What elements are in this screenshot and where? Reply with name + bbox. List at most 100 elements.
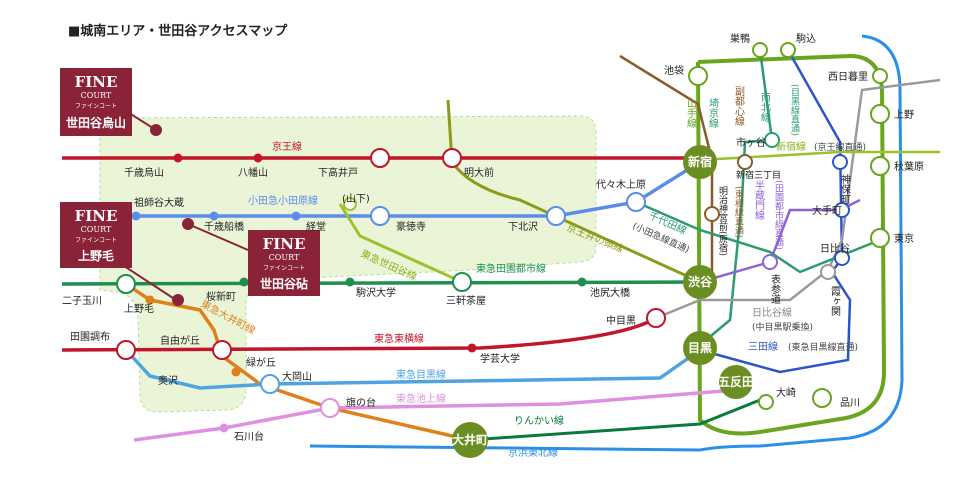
logo-fine-text: FINE (263, 235, 306, 253)
setagaya-line (338, 203, 463, 284)
label-ueno: 上野 (894, 109, 914, 121)
property-marker-karasuyama (150, 124, 162, 136)
station-yoyogi-uehara (626, 192, 646, 212)
property-marker-kinuta (182, 218, 194, 230)
station-hibiya (834, 250, 850, 266)
logo-kana-text: ファインコート (263, 265, 305, 272)
station-denenchofu (116, 340, 136, 360)
station-dot-ikejiri (577, 277, 587, 287)
station-nishinippori (872, 68, 888, 84)
station-ichigaya (764, 132, 780, 148)
label-komagome: 駒込 (796, 33, 816, 45)
station-jiyugaoka (212, 340, 232, 360)
station-dot-komazawa (345, 277, 355, 287)
line-label-ikegami: 東急池上線 (396, 392, 446, 405)
station-shimotakaido (370, 148, 390, 168)
station-dot-midorigaoka (231, 367, 241, 377)
logo-name-text: 上野毛 (78, 248, 114, 263)
label-komazawa: 駒沢大学 (356, 286, 396, 299)
hub-label-meguro: 目黒 (688, 341, 712, 355)
label-jiyugaoka: 自由が丘 (160, 334, 200, 347)
setagaya-area (99, 115, 597, 413)
page-title: ■城南エリア・世田谷アクセスマップ (68, 24, 288, 39)
label-otemachi: 大手町 (812, 204, 842, 217)
label-yoyogi-uehara: 代々木上原 (596, 179, 646, 191)
label-shimotakaido: 下高井戸 (318, 166, 358, 179)
label-nishinippori: 西日暮里 (828, 70, 868, 83)
station-komagome (780, 42, 796, 58)
label-hachimanyama: 八幡山 (238, 166, 268, 179)
station-yamashita (343, 197, 357, 211)
logo-court-text: COURT (81, 91, 112, 100)
denen-line (61, 280, 701, 286)
line-label-keio: 京王線 (272, 140, 302, 153)
nanboku-line (699, 49, 774, 346)
label-omotesando: 表参道 (769, 273, 781, 304)
line-label-toyoko: 東急東横線 (374, 332, 424, 345)
station-dot-kaminoge (145, 295, 155, 305)
station-shinagawa (812, 388, 832, 408)
label-futako-tamagawa: 二子玉川 (62, 295, 102, 307)
logo-fine-text: FINE (75, 207, 118, 225)
label-meidaimae: 明大前 (464, 166, 494, 179)
station-jimbocho (832, 154, 848, 170)
hub-label-gotanda: 五反田 (718, 374, 754, 389)
logo-fine-text: FINE (75, 73, 118, 91)
label-ishikawadai: 石川台 (234, 430, 264, 443)
label-akihabara: 秋葉原 (894, 160, 924, 173)
hub-shibuya (683, 265, 717, 299)
logo-kinuta[interactable]: FINE COURT ファインコート 世田谷砧 (248, 230, 320, 296)
line-label-hibiya: 日比谷線 (752, 306, 792, 319)
hub-meguro (683, 331, 717, 365)
station-shinjuku-sanchome (737, 154, 753, 170)
station-akihabara (870, 156, 890, 176)
label-jimbocho: 神保町 (839, 173, 851, 204)
line-label-nanboku: 南北線 (759, 91, 771, 122)
label-chitose-karasuyama: 千歳烏山 (124, 166, 164, 179)
label-ichigaya: 市ヶ谷 (736, 136, 766, 149)
station-otemachi (834, 202, 850, 218)
line-label-fukutoshin: 副都心線 (733, 86, 745, 126)
logo-kana-text: ファインコート (75, 237, 117, 244)
station-shimokitazawa (546, 206, 566, 226)
meguro-line (124, 348, 702, 390)
station-ookayama (260, 374, 280, 394)
line-label-fukutoshin-note: (東横線直通) (733, 186, 744, 238)
label-kasumigaseki: 霞ヶ関 (829, 286, 841, 317)
hub-shinjuku (683, 145, 717, 179)
station-meidaimae (442, 148, 462, 168)
hub-ooimachi (452, 422, 488, 458)
logo-karasuyama[interactable]: FINE COURT ファインコート 世田谷烏山 (60, 68, 132, 136)
label-tokyo: 東京 (894, 232, 914, 245)
line-label-odakyu: 小田急小田原線 (248, 194, 318, 207)
logo-kaminoge[interactable]: FINE COURT ファインコート 上野毛 (60, 202, 132, 268)
label-meiji-jingumae: 明治神宮前(原宿) (717, 186, 728, 256)
station-osaki (758, 394, 774, 410)
station-dot-sakura-shinmachi (239, 277, 249, 287)
shinjuku-line (699, 150, 940, 162)
logo-kana-text: ファインコート (75, 103, 117, 110)
keihin-line (309, 34, 904, 452)
line-label-mita: 三田線 (748, 340, 778, 353)
hub-label-shinjuku: 新宿 (688, 154, 712, 169)
property-marker-kaminoge (172, 294, 184, 306)
line-label-yamanote: 山手線 (685, 98, 697, 128)
label-ookayama: 大岡山 (282, 370, 312, 383)
label-ikejiri: 池尻大橋 (590, 286, 630, 299)
label-okusawa: 奥沢 (158, 374, 178, 387)
hub-label-shibuya: 渋谷 (688, 274, 713, 289)
station-dot-gakugei (467, 343, 477, 353)
line-label-denen: 東急田園都市線 (476, 262, 546, 275)
label-sangenjaya: 三軒茶屋 (446, 294, 486, 307)
logo-name-text: 世田谷烏山 (66, 115, 126, 130)
line-label-hibiya-note: (中目黒駅乗換) (752, 321, 813, 333)
station-sangenjaya (452, 272, 472, 292)
label-gakugei: 学芸大学 (480, 352, 520, 365)
connector-kinuta (187, 223, 249, 251)
line-label-hanzomon-note: (田園都市線直通) (773, 180, 784, 250)
station-gotokuji (370, 206, 390, 226)
logo-name-text: 世田谷砧 (260, 276, 308, 291)
station-nakameguro (646, 308, 666, 328)
station-ueno (870, 104, 890, 124)
